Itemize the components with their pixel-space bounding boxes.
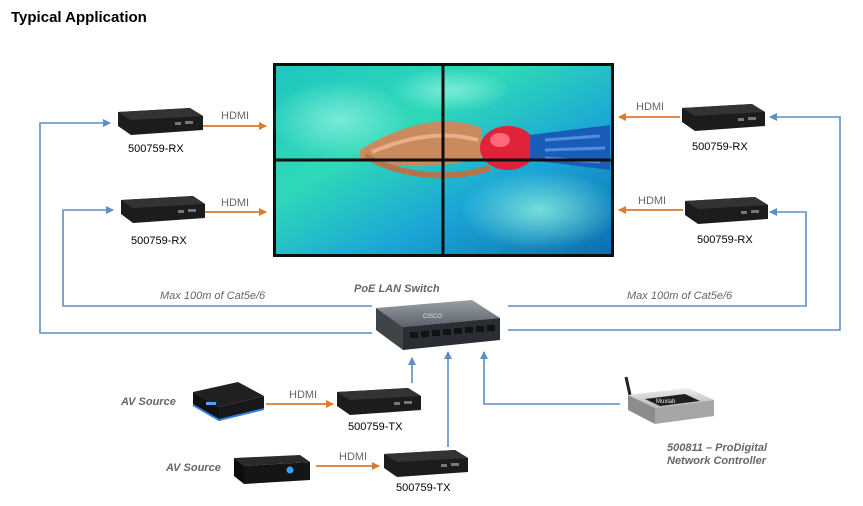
av-source-device-2 xyxy=(234,455,310,484)
network-line-controller xyxy=(480,351,620,405)
poe-lan-switch: CISCO xyxy=(376,300,500,350)
svg-text:CISCO: CISCO xyxy=(423,314,442,320)
network-line-right-outer xyxy=(508,113,841,331)
controller-brand-logo: Muxlab xyxy=(656,399,676,405)
cable-note-right: Max 100m of Cat5e/6 xyxy=(627,290,733,302)
receiver-label-bottom-right: 500759-RX xyxy=(697,234,753,246)
transmitter-label-2: 500759-TX xyxy=(396,482,451,494)
receiver-label-top-right: 500759-RX xyxy=(692,141,748,153)
receiver-device-top-left xyxy=(118,108,203,135)
controller-label-line2: Network Controller xyxy=(667,455,767,467)
network-lines xyxy=(39,113,841,447)
av-source-label-1: AV Source xyxy=(120,396,176,408)
receiver-label-top-left: 500759-RX xyxy=(128,143,184,155)
transmitter-label-1: 500759-TX xyxy=(348,421,403,433)
controller-label-line1: 500811 – ProDigital xyxy=(667,442,768,454)
network-line-left-inner xyxy=(62,206,372,307)
receiver-device-bottom-right xyxy=(685,197,768,224)
poe-switch-label: PoE LAN Switch xyxy=(354,283,440,295)
hdmi-label-source2: HDMI xyxy=(339,451,367,463)
cable-note-left: Max 100m of Cat5e/6 xyxy=(160,290,266,302)
network-controller-device: Muxlab xyxy=(624,376,714,424)
receiver-label-bottom-left: 500759-RX xyxy=(131,235,187,247)
page-title: Typical Application xyxy=(11,9,147,26)
transmitter-device-2 xyxy=(384,450,468,477)
hdmi-label-top-right: HDMI xyxy=(636,101,664,113)
receiver-device-top-right xyxy=(682,104,765,131)
transmitter-device-1 xyxy=(337,388,421,415)
network-line-left-outer xyxy=(39,119,372,334)
hdmi-label-bottom-left: HDMI xyxy=(221,197,249,209)
network-line-right-inner xyxy=(508,208,807,307)
hdmi-label-source1: HDMI xyxy=(289,389,317,401)
hdmi-label-bottom-right: HDMI xyxy=(638,195,666,207)
hdmi-label-top-left: HDMI xyxy=(221,110,249,122)
av-source-label-2: AV Source xyxy=(165,462,221,474)
av-source-device-1 xyxy=(192,382,265,422)
video-wall xyxy=(270,63,620,257)
switch-brand-logo: CISCO xyxy=(423,314,442,320)
receiver-device-bottom-left xyxy=(121,196,205,223)
hdmi-arrows xyxy=(203,113,683,470)
